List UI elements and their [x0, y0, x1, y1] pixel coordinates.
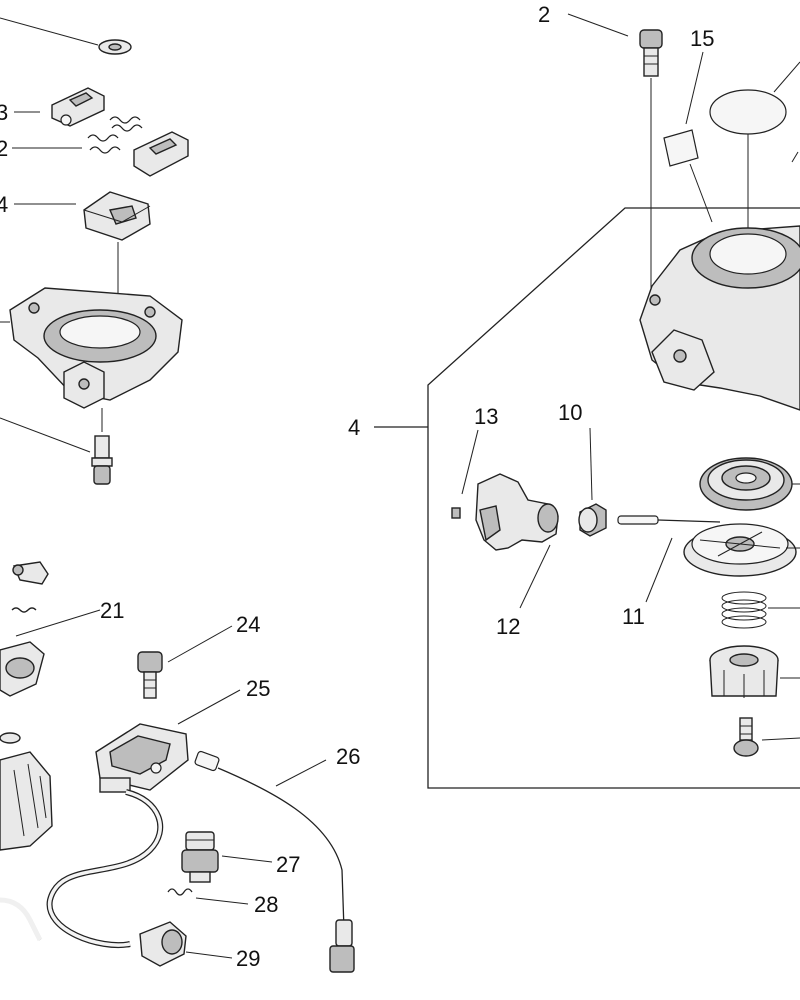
leader-27 [221, 855, 273, 863]
ratchet-icon [709, 645, 779, 698]
bracket-icon [83, 191, 151, 241]
callout-26: 26 [336, 744, 360, 769]
decal-icon [663, 129, 699, 167]
callout-25: 25 [246, 676, 270, 701]
callout-28: 28 [254, 892, 278, 917]
spark-plug-boot-icon [181, 831, 219, 883]
pulley-icon [683, 523, 797, 577]
callout-13: 13 [474, 404, 498, 429]
bracket-icon [0, 641, 45, 697]
callout-11: 11 [622, 604, 645, 629]
leader-21 [15, 609, 101, 637]
clamp-icon [133, 131, 189, 177]
callout-4: 4 [348, 415, 360, 440]
leader-29 [185, 951, 233, 959]
spring-icon [721, 591, 767, 629]
wire-icon [46, 789, 164, 949]
starter-cover-icon [639, 225, 800, 411]
spring-coil-icon [699, 457, 793, 511]
bolt-icon [639, 29, 663, 77]
callout-10: 10 [558, 400, 582, 425]
leader-2 [567, 13, 629, 37]
spring-icon [11, 607, 37, 613]
leader-13 [461, 429, 479, 495]
bolt-icon [91, 435, 113, 485]
handle-icon [475, 473, 559, 551]
bushing-icon [578, 503, 607, 537]
callout-29: 29 [236, 946, 260, 971]
spring-icon [167, 888, 193, 896]
callout-4-left: 4 [0, 192, 8, 217]
flywheel-icon [0, 751, 53, 851]
small-mark [791, 151, 799, 163]
rope-icon [617, 515, 721, 525]
leader-screw [761, 737, 800, 741]
leader-25 [177, 689, 241, 725]
washer-icon [98, 39, 132, 55]
leader-26 [275, 759, 327, 787]
bolt-icon [733, 717, 759, 757]
callout-21: 21 [100, 598, 124, 623]
leader-24 [167, 625, 233, 663]
leader-top-left [0, 17, 99, 46]
cap-disc [709, 89, 787, 135]
callout-24: 24 [236, 612, 260, 637]
bolt-icon [137, 651, 163, 699]
callout-3: 3 [0, 100, 8, 125]
housing-icon [9, 287, 183, 409]
callout-15: 15 [690, 26, 714, 51]
bracket-icon [12, 561, 49, 585]
leader-bolt-left [0, 417, 91, 453]
spark-plug-boot-icon [139, 921, 187, 967]
leader-12 [519, 544, 551, 609]
ignition-coil-icon [95, 723, 189, 793]
callout-27: 27 [276, 852, 300, 877]
wire-icon [194, 750, 355, 973]
leader-disc [773, 61, 800, 93]
callout-12: 12 [496, 614, 520, 639]
leader-15 [685, 51, 704, 125]
callout-2-top: 2 [538, 2, 550, 27]
leader-decal [689, 163, 713, 223]
spring-icon [109, 116, 143, 132]
callout-2-left: 2 [0, 136, 8, 161]
leader-28 [195, 897, 249, 905]
leader-11 [645, 537, 673, 603]
assembly-frame [427, 207, 800, 789]
spring-icon [87, 134, 121, 154]
decal-icon [451, 507, 461, 519]
washer-icon [0, 732, 21, 744]
leader-10 [589, 427, 593, 501]
wire-icon [0, 897, 43, 942]
clamp-icon [51, 87, 105, 127]
